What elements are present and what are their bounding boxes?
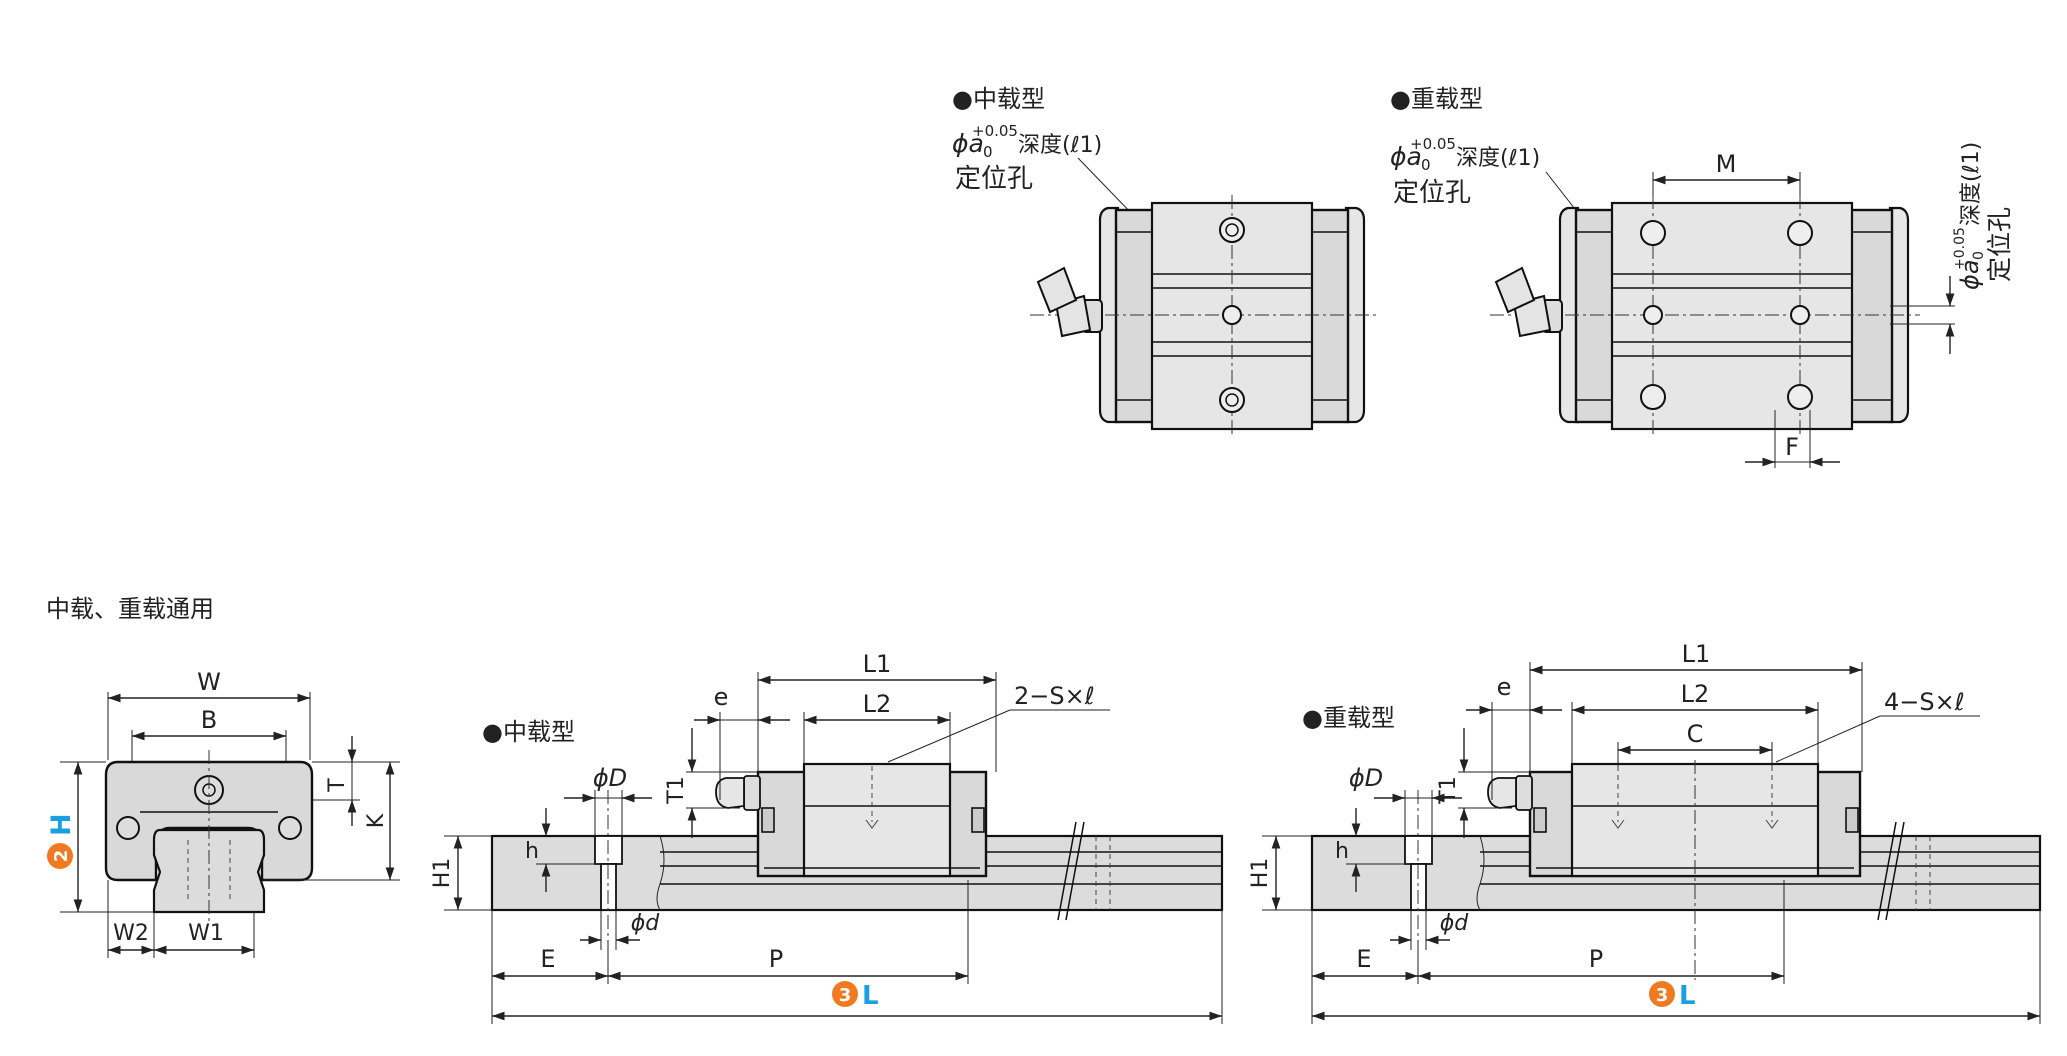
side-medium-dim-l2: L2 bbox=[863, 690, 892, 718]
side-heavy-screw: 4−S×ℓ bbox=[1884, 688, 1965, 716]
top-view-medium: ●中载型 ϕa +0.05 0 深度(ℓ1) 定位孔 bbox=[952, 85, 1378, 435]
side-medium-dim-h1: H1 bbox=[430, 858, 455, 889]
side-heavy-dim-phi-d-big: ϕD bbox=[1349, 764, 1383, 792]
top-heavy-tol-upper: +0.05 bbox=[1410, 135, 1456, 153]
side-medium-dim-l1: L1 bbox=[863, 650, 892, 678]
end-dim-k: K bbox=[364, 813, 389, 828]
side-medium-dim-p: P bbox=[769, 945, 783, 973]
side-view-heavy: ●重载型 L1 L2 bbox=[1248, 640, 2042, 1024]
side-heavy-dim-l1: L1 bbox=[1682, 640, 1711, 668]
end-dim-w: W bbox=[197, 668, 221, 696]
side-heavy-badge-l: 3 L bbox=[1649, 981, 1696, 1011]
top-medium-tol-lower: 0 bbox=[983, 143, 993, 161]
common-label: 中载、重载通用 bbox=[46, 595, 214, 623]
side-medium-dim-t1: T1 bbox=[664, 776, 689, 804]
side-heavy-dim-t1: T1 bbox=[1436, 776, 1461, 804]
side-heavy-dim-l2: L2 bbox=[1681, 680, 1710, 708]
top-heavy-hole-name: 定位孔 bbox=[1393, 178, 1471, 208]
top-heavy-dim-m: M bbox=[1716, 150, 1737, 178]
end-badge-h: 2 H bbox=[46, 813, 77, 869]
top-heavy-tol-lower: 0 bbox=[1421, 156, 1431, 174]
top-heavy-mount-hole-3 bbox=[1640, 384, 1666, 410]
side-heavy-badge-l-circle bbox=[1649, 981, 1675, 1007]
top-heavy-grease-nipple bbox=[1494, 266, 1563, 338]
top-heavy-title: ●重载型 bbox=[1390, 85, 1483, 113]
top-medium-title: ●中载型 bbox=[952, 85, 1045, 113]
end-dim-w2: W2 bbox=[113, 921, 149, 946]
side-medium-grease-nipple bbox=[715, 775, 761, 811]
top-medium-hole-name: 定位孔 bbox=[955, 164, 1033, 194]
side-heavy-title: ●重载型 bbox=[1302, 704, 1395, 732]
side-medium-screw: 2−S×ℓ bbox=[1014, 682, 1095, 710]
side-heavy-dim-e-small: e bbox=[1497, 673, 1512, 701]
top-medium-locating-hole bbox=[1222, 305, 1242, 325]
top-heavy-locating-hole-1 bbox=[1643, 305, 1663, 325]
side-heavy-grease-nipple bbox=[1487, 775, 1533, 811]
top-heavy-mount-hole-4 bbox=[1787, 384, 1813, 410]
side-medium-badge-l-circle bbox=[832, 981, 858, 1007]
side-heavy-badge-l-text: L bbox=[1679, 981, 1696, 1011]
top-heavy-mount-hole-1 bbox=[1640, 220, 1666, 246]
top-heavy-hole-phi: ϕa bbox=[1390, 142, 1422, 171]
side-medium-dim-phi-d-big: ϕD bbox=[593, 764, 627, 792]
side-medium-dim-phi-d-small: ϕd bbox=[631, 911, 661, 936]
side-medium-dim-h: h bbox=[525, 839, 539, 864]
side-medium-badge-l-text: L bbox=[862, 981, 879, 1011]
top-heavy-side-tol-upper: +0.05 bbox=[1952, 227, 1968, 270]
end-dim-t: T bbox=[325, 778, 350, 793]
top-heavy-dim-f: F bbox=[1785, 433, 1799, 461]
end-view: W B T K 2 H bbox=[46, 668, 400, 958]
top-heavy-side-phi: ϕa bbox=[1956, 259, 1984, 290]
top-heavy-side-name: 定位孔 bbox=[1985, 207, 2014, 282]
side-heavy-dim-p: P bbox=[1589, 945, 1603, 973]
top-medium-hole-depth: 深度(ℓ1) bbox=[1018, 133, 1102, 158]
side-medium-badge-l: 3 L bbox=[832, 981, 879, 1011]
side-heavy-dim-h: h bbox=[1335, 839, 1349, 864]
side-medium-dim-e-small: e bbox=[714, 683, 729, 711]
side-heavy-dim-e: E bbox=[1356, 945, 1371, 973]
side-medium-badge-l-num: 3 bbox=[839, 985, 852, 1006]
end-dim-b: B bbox=[201, 706, 217, 734]
end-badge-h-text: H bbox=[46, 813, 77, 836]
top-medium-mount-hole-bottom bbox=[1219, 387, 1245, 413]
top-heavy-hole-depth: 深度(ℓ1) bbox=[1456, 146, 1540, 171]
side-view-medium: ●中载型 L1 L bbox=[430, 650, 1224, 1024]
end-badge-h-num: 2 bbox=[51, 850, 72, 863]
top-medium-grease-nipple bbox=[1036, 266, 1103, 338]
top-view-heavy: ●重载型 ϕa +0.05 0 深度(ℓ1) 定位孔 M bbox=[1390, 85, 2014, 468]
side-heavy-dim-h1: H1 bbox=[1248, 858, 1273, 889]
top-heavy-side-depth: 深度(ℓ1) bbox=[1959, 142, 1984, 226]
side-heavy-dim-c: C bbox=[1687, 720, 1704, 748]
end-dim-w1: W1 bbox=[188, 921, 224, 946]
top-medium-mount-hole-top bbox=[1219, 217, 1245, 243]
top-heavy-mount-hole-2 bbox=[1787, 220, 1813, 246]
top-heavy-locating-hole-2 bbox=[1790, 305, 1810, 325]
top-heavy-side-tol-lower: 0 bbox=[1971, 251, 1987, 260]
top-medium-tol-upper: +0.05 bbox=[972, 122, 1018, 140]
side-heavy-badge-l-num: 3 bbox=[1656, 985, 1669, 1006]
side-heavy-dim-phi-d-small: ϕd bbox=[1440, 911, 1470, 936]
end-badge-h-circle bbox=[47, 843, 73, 869]
side-medium-title: ●中载型 bbox=[482, 718, 575, 746]
top-medium-hole-phi: ϕa bbox=[952, 129, 984, 158]
side-medium-dim-e: E bbox=[540, 945, 555, 973]
